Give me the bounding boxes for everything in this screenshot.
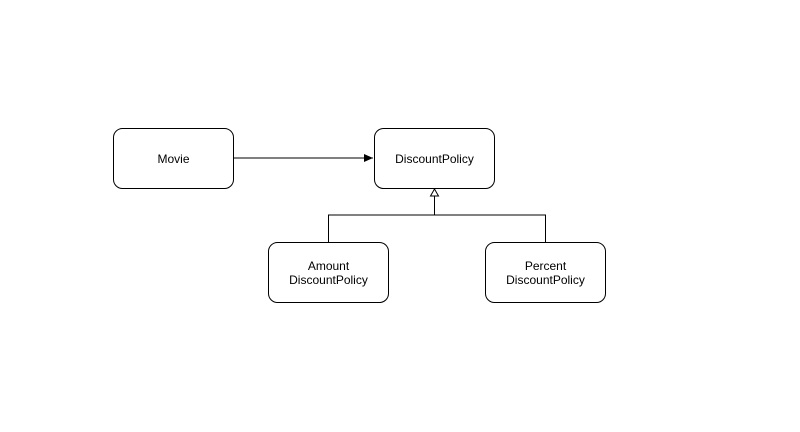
class-node-movie[interactable]: Movie [113, 128, 234, 189]
generalization-edge-amount [328, 214, 435, 242]
class-node-movie-label: Movie [157, 152, 189, 166]
class-node-discountpolicy[interactable]: DiscountPolicy [374, 128, 495, 189]
class-node-percent-discountpolicy-label-line2: DiscountPolicy [506, 273, 585, 287]
class-node-amount-discountpolicy[interactable]: Amount DiscountPolicy [268, 242, 389, 303]
generalization-edges [328, 187, 546, 242]
class-node-amount-discountpolicy-label-line1: Amount [308, 259, 350, 273]
class-node-amount-discountpolicy-label-line2: DiscountPolicy [289, 273, 368, 287]
class-node-percent-discountpolicy-label-line1: Percent [525, 259, 567, 273]
class-node-discountpolicy-label: DiscountPolicy [395, 152, 474, 166]
class-node-percent-discountpolicy[interactable]: Percent DiscountPolicy [485, 242, 606, 303]
hollow-triangle-arrowhead [429, 187, 440, 197]
generalization-edge-percent [434, 214, 546, 242]
